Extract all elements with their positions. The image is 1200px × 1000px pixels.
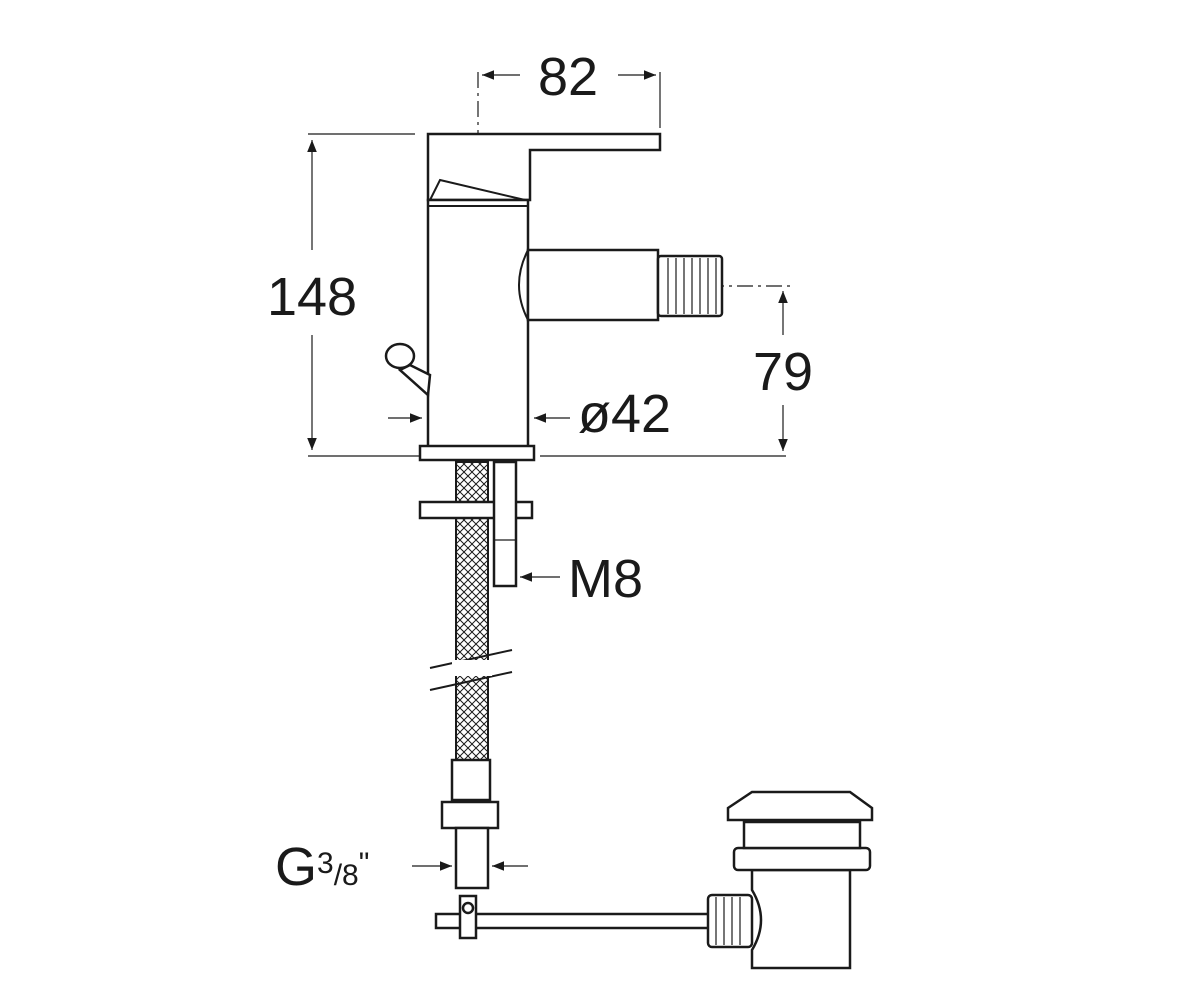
height-label: 148 (267, 267, 357, 327)
pop-up-knob (384, 342, 432, 398)
width-dimension: 82 (482, 47, 661, 128)
connection-label: G3/8" (275, 837, 369, 897)
thread-dimension: M8 (520, 549, 643, 609)
mixer-body (418, 132, 662, 462)
thread-label: M8 (568, 549, 643, 609)
spout-height-label: 79 (753, 342, 813, 402)
spout-height-dimension: 79 (540, 285, 813, 457)
spout (518, 248, 724, 322)
diameter-label: ø42 (578, 384, 671, 444)
fixing-assembly (418, 460, 534, 890)
diameter-dimension: ø42 (388, 384, 671, 444)
height-dimension: 148 (267, 133, 420, 457)
connection-dimension: G3/8" (275, 837, 528, 897)
waste-valve (706, 790, 874, 970)
width-label: 82 (538, 47, 598, 107)
pop-up-rod (434, 894, 722, 940)
